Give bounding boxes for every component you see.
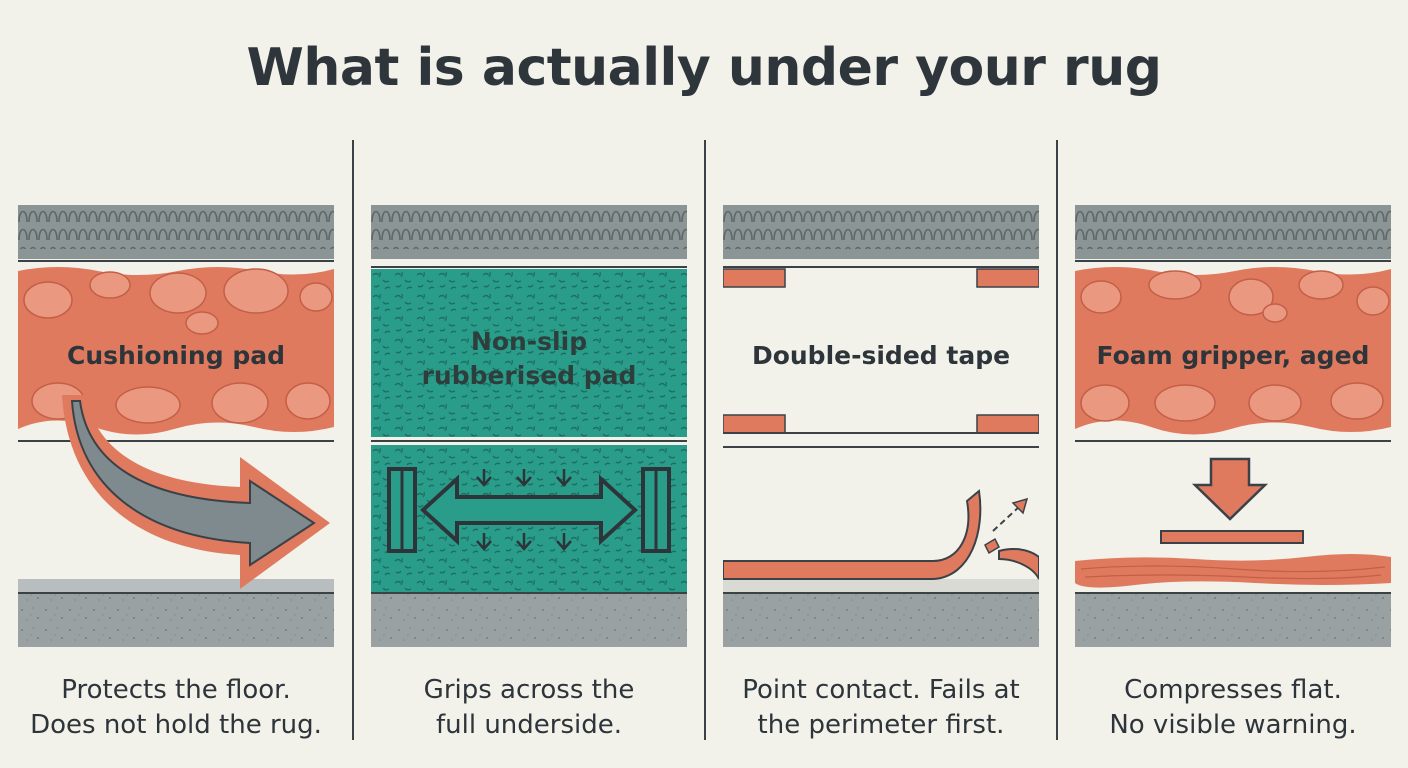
rug-layer [371,205,687,249]
panel-divider [704,140,706,740]
panel-cushioning-pad: Cushioning pad [18,205,334,647]
compressed-foam [1075,554,1391,588]
tape-strip [723,414,786,434]
floor-layer [1075,594,1391,647]
panel-divider [1056,140,1058,740]
panel-caption: Grips across the full underside. [423,675,635,740]
panel-label: Foam gripper, aged [1096,341,1370,370]
compress-arrow-icon [1160,457,1304,544]
rubber-pad-layer [371,269,687,437]
panel-caption: Compresses flat. No visible warning. [1109,675,1357,740]
tape-strip [723,268,786,288]
rug-layer [723,205,1039,249]
panel-label: Non-slip rubberised pad [421,327,637,390]
curved-slip-arrow-icon [62,395,330,589]
floor-layer [371,594,687,647]
panel-double-sided-tape: Double-sided tape [723,205,1039,647]
foam-gripper-layer [1075,267,1391,435]
floor-layer [723,594,1039,647]
tape-strip [976,414,1039,434]
rug-layer [1075,205,1391,249]
panel-foam-gripper: Foam gripper, aged [1075,205,1391,647]
rug-layer [18,205,334,249]
panel-label: Double-sided tape [751,341,1011,370]
tape-strip [976,268,1039,288]
page-title: What is actually under your rug [246,38,1162,98]
grip-arrows-icon [387,467,671,553]
panel-rubberised-pad: Non-slip rubberised pad [371,205,687,647]
panel-caption: Point contact. Fails at the perimeter fi… [742,675,1020,740]
peeling-tape-icon [723,489,1039,580]
floor-layer [18,594,334,647]
panel-caption: Protects the floor. Does not hold the ru… [30,675,322,740]
panel-divider [352,140,354,740]
panel-label: Cushioning pad [67,341,285,370]
